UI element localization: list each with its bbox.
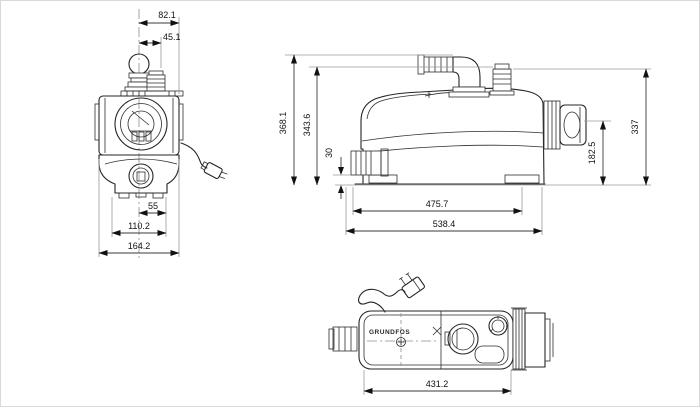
dimension-182-5: 182.5 <box>584 120 611 186</box>
dim-label-475-7: 475.7 <box>426 199 449 209</box>
dimension-82-1: 82.1 <box>138 10 180 94</box>
dimension-45-1: 45.1 <box>138 32 181 68</box>
dim-label-82-1: 82.1 <box>158 10 176 20</box>
vent-connector-front <box>146 70 166 92</box>
dimension-475-7: 475.7 <box>352 187 523 215</box>
dim-label-110-2: 110.2 <box>128 221 150 231</box>
access-cap <box>444 323 479 355</box>
dim-label-343-6: 343.6 <box>302 114 312 137</box>
tank-body-side <box>360 87 545 184</box>
power-plug-icon <box>200 161 228 180</box>
power-plug-top-icon <box>399 272 425 299</box>
power-cord-top <box>358 272 425 313</box>
dim-label-164-2: 164.2 <box>128 241 151 251</box>
outlet-flange-side <box>543 100 587 150</box>
dimension-343-6: 343.6 <box>302 66 493 186</box>
dimension-431-2: 431.2 <box>363 370 512 395</box>
shoulder-plate <box>120 90 184 97</box>
tank-body-top <box>358 310 514 370</box>
dim-label-538-4: 538.4 <box>433 219 456 229</box>
power-cord-front <box>180 142 228 180</box>
dim-label-55: 55 <box>148 201 158 211</box>
dim-label-30: 30 <box>324 148 334 158</box>
discharge-elbow <box>417 54 490 98</box>
inlet-stub-top <box>328 326 358 352</box>
dimension-368-1: 368.1 <box>278 54 453 186</box>
grundfos-logo-mark-icon <box>432 326 442 336</box>
dimension-30: 30 <box>324 148 351 199</box>
dim-label-431-2: 431.2 <box>426 379 449 389</box>
top-view: GRUNDFOS <box>328 272 554 395</box>
vent-pipe-side <box>489 63 515 96</box>
service-hatch <box>474 345 505 364</box>
side-view: 368.1 343.6 30 182.5 337 <box>278 54 651 235</box>
front-view: 82.1 45.1 55 110.2 164.2 <box>94 9 228 259</box>
dimension-337: 337 <box>513 68 651 186</box>
side-inlet-connector <box>350 148 389 177</box>
grundfos-logo: GRUNDFOS <box>369 326 442 336</box>
dim-label-45-1: 45.1 <box>163 32 181 42</box>
dim-label-337: 337 <box>630 119 640 134</box>
dimension-538-4: 538.4 <box>345 187 543 235</box>
float-switch <box>124 53 154 92</box>
dimension-164-2: 164.2 <box>98 159 180 257</box>
inlet-port-circle <box>114 97 168 151</box>
screw-cap <box>396 337 406 347</box>
dimension-55: 55 <box>138 197 167 217</box>
outlet-flange-top <box>511 307 554 371</box>
vent-cap-top <box>488 316 508 336</box>
grundfos-logo-text: GRUNDFOS <box>369 329 410 336</box>
dim-label-182-5: 182.5 <box>587 142 597 165</box>
dim-label-368-1: 368.1 <box>278 112 288 135</box>
dimension-110-2: 110.2 <box>111 197 167 237</box>
